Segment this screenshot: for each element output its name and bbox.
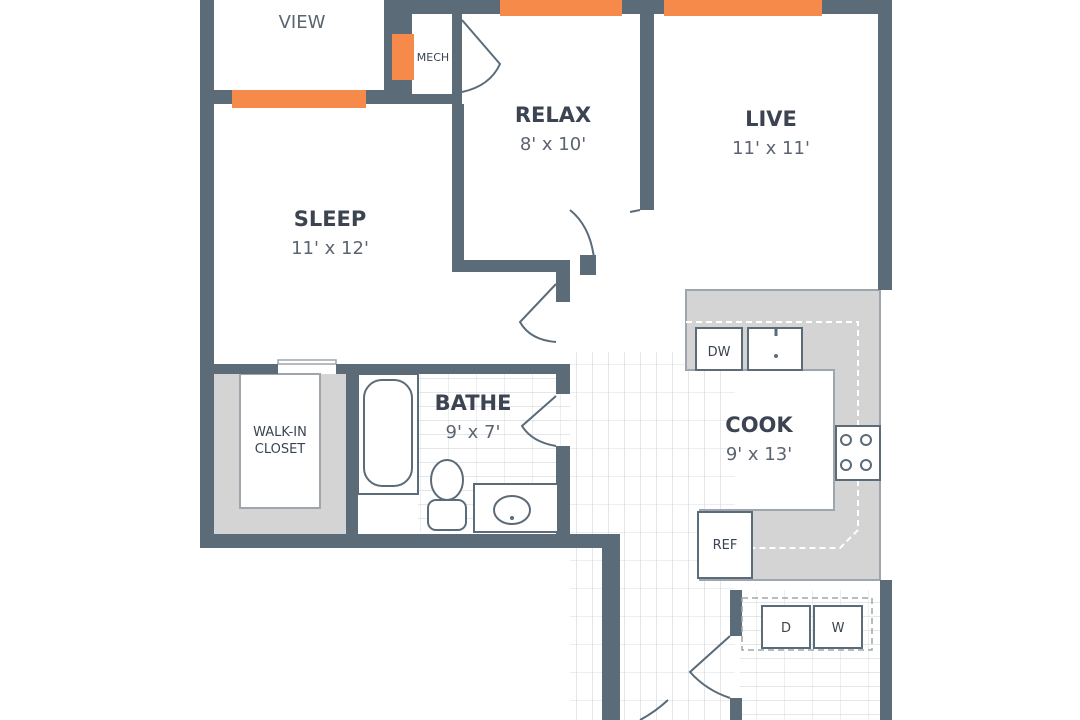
refrigerator: REF [697, 511, 753, 579]
live-room-name: LIVE [745, 107, 797, 131]
dryer-label: D [781, 621, 791, 636]
dishwasher: DW [695, 327, 743, 371]
closet-rod [277, 359, 337, 365]
cook-room-name: COOK [725, 413, 793, 437]
laundry-shelf [741, 597, 873, 651]
washer: W [813, 605, 863, 649]
sleep-room-name: SLEEP [294, 207, 367, 231]
closet-label-line2: CLOSET [255, 442, 306, 457]
closet-floor [239, 373, 321, 509]
view-room-name: VIEW [279, 12, 326, 33]
cook-room-dims: 9' x 13' [726, 444, 792, 465]
bathtub [357, 373, 419, 495]
relax-room-name: RELAX [515, 103, 591, 127]
stove [835, 425, 881, 481]
windows [232, 0, 822, 108]
toilet [427, 459, 467, 531]
refrigerator-label: REF [713, 538, 738, 553]
relax-room-dims: 8' x 10' [520, 134, 586, 155]
bath-sink [473, 483, 559, 533]
kitchen-sink [747, 327, 803, 371]
bathe-room-dims: 9' x 7' [446, 422, 501, 443]
washer-label: W [832, 621, 845, 636]
sleep-room-dims: 11' x 12' [291, 238, 369, 259]
mech-room-name: MECH [417, 51, 449, 64]
bathe-room-name: BATHE [435, 391, 512, 415]
dishwasher-label: DW [708, 345, 731, 360]
doors [461, 19, 731, 720]
live-room-dims: 11' x 11' [732, 138, 810, 159]
dryer: D [761, 605, 811, 649]
closet-label-line1: WALK-IN [253, 425, 307, 440]
